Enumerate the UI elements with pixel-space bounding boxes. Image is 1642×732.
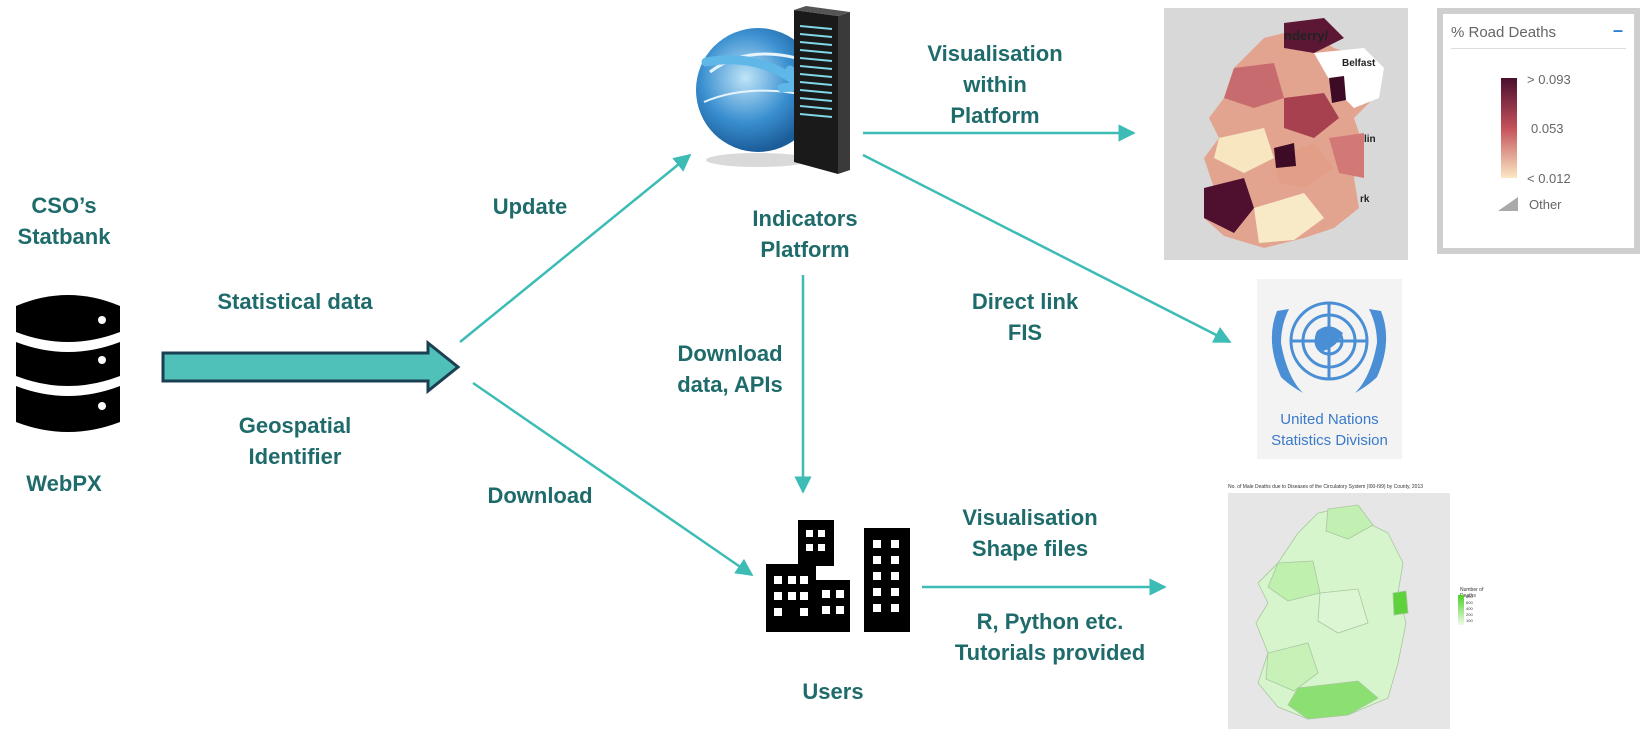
vis-within-line1: Visualisation [927, 41, 1063, 66]
download-data-line2: data, APIs [677, 372, 783, 397]
vis-shape-line1: Visualisation [962, 505, 1098, 530]
source-title: CSO’s Statbank [4, 190, 124, 252]
direct-link-label: Direct link FIS [935, 286, 1115, 348]
ireland-choropleth-map [1204, 18, 1384, 248]
male-deaths-map: No. of Male Deaths due to Diseases of th… [1228, 479, 1498, 729]
direct-link-line1: Direct link [971, 289, 1079, 314]
tools-line1: R, Python etc. [976, 609, 1124, 634]
legend-other-swatch [1498, 197, 1518, 211]
globe-server-icon [696, 6, 850, 174]
ireland-green-map [1255, 504, 1409, 720]
legend-collapse-button[interactable]: – [1613, 20, 1624, 40]
map-place-dublin: lin [1364, 134, 1376, 145]
users-label: Users [802, 679, 864, 704]
male-map-title: No. of Male Deaths due to Diseases of th… [1228, 484, 1423, 490]
download-arrow [472, 381, 754, 577]
legend-mid: 0.053 [1531, 121, 1564, 136]
map-place-cork: rk [1360, 194, 1370, 205]
male-map-legend-title: Number of Deaths [1460, 587, 1484, 599]
un-name-line1: United Nations [1280, 411, 1379, 428]
update-label: Update [492, 194, 568, 219]
platform-label-line1: Indicators [752, 206, 858, 231]
geospatial-line2: Identifier [248, 444, 342, 469]
source-bottom-label: WebPX [26, 471, 102, 496]
database-icon [16, 295, 120, 432]
visualisation-shape-label: Visualisation Shape files [920, 502, 1140, 564]
map-place-derry: nderry/ [1284, 28, 1329, 43]
geospatial-line1: Geospatial [238, 413, 352, 438]
tools-line2: Tutorials provided [954, 640, 1146, 665]
legend-value: 600 [1466, 600, 1473, 605]
source-title-line2: Statbank [17, 224, 111, 249]
platform-label-line2: Platform [760, 237, 850, 262]
direct-link-line2: FIS [1007, 320, 1043, 345]
vis-within-line3: Platform [950, 103, 1040, 128]
vis-within-line2: within [963, 72, 1027, 97]
legend-title: % Road Deaths [1451, 24, 1557, 41]
statistical-data-block-arrow [161, 339, 461, 395]
platform-label: Indicators Platform [715, 203, 895, 265]
legend-color-ramp [1501, 78, 1517, 178]
download-data-label: Download data, APIs [655, 338, 805, 400]
legend-value: 400 [1466, 606, 1473, 611]
male-map-legend-values: 800 600 400 200 100 [1466, 594, 1473, 624]
road-deaths-legend: % Road Deaths – > 0.093 0.053 < 0.012 Ot… [1437, 8, 1640, 254]
map-place-belfast: Belfast [1342, 58, 1376, 69]
legend-value: 100 [1466, 618, 1473, 623]
male-map-legend-ramp [1458, 595, 1464, 625]
legend-value: 200 [1466, 612, 1473, 617]
legend-high: > 0.093 [1527, 72, 1571, 87]
update-arrow [459, 153, 692, 343]
download-label: Download [487, 483, 593, 508]
legend-low: < 0.012 [1527, 171, 1571, 186]
server-tower-icon [794, 6, 850, 174]
buildings-icon [766, 520, 910, 632]
tools-label: R, Python etc. Tutorials provided [925, 606, 1175, 668]
un-name-line2: Statistics Division [1271, 432, 1388, 449]
statistical-data-label: Statistical data [217, 289, 373, 314]
legend-value: 800 [1466, 594, 1473, 599]
direct-link-arrow [862, 153, 1232, 344]
visualisation-within-label: Visualisation within Platform [890, 38, 1100, 131]
legend-other: Other [1529, 197, 1562, 212]
vis-shape-line2: Shape files [971, 536, 1089, 561]
un-emblem-icon [1271, 301, 1387, 393]
un-statistics-logo: United Nations Statistics Division [1257, 279, 1402, 459]
road-deaths-map: nderry/ Belfast lin rk [1164, 8, 1408, 260]
geospatial-identifier-label: Geospatial Identifier [195, 410, 395, 472]
download-data-line1: Download [677, 341, 783, 366]
source-title-line1: CSO’s [31, 193, 97, 218]
